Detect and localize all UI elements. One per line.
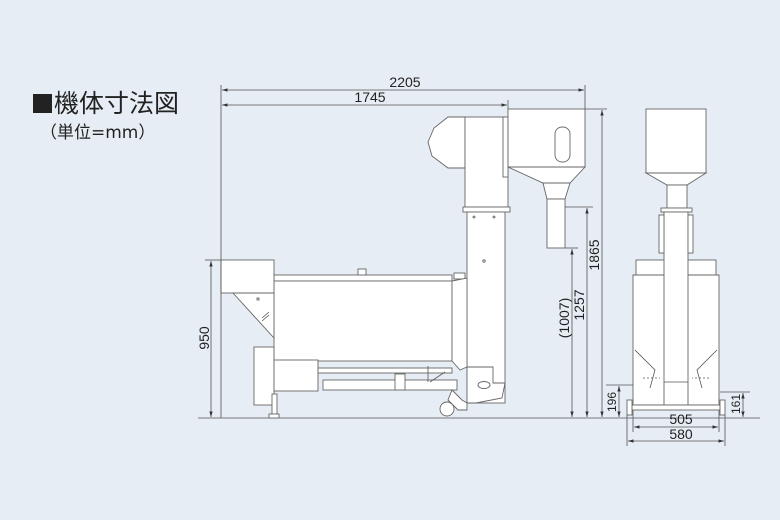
hopper — [507, 108, 586, 168]
hopper-window — [554, 126, 571, 163]
front-hopper — [645, 108, 707, 174]
dim-label-505: 505 — [669, 411, 693, 427]
dim-label-161: 161 — [729, 394, 743, 414]
front-view: 196 161 505 580 — [605, 108, 750, 446]
square-bullet-icon — [33, 94, 52, 113]
front-base — [631, 404, 721, 411]
tank — [273, 280, 453, 362]
adjuster-foot — [271, 393, 278, 415]
dim-label-2205: 2205 — [389, 74, 420, 90]
wheel — [439, 401, 455, 417]
feeder-box — [220, 259, 275, 294]
elevator-column-upper — [464, 116, 509, 208]
hopper-outlet — [546, 198, 566, 249]
dim-label-1745: 1745 — [354, 89, 385, 105]
front-column — [663, 211, 689, 406]
dim-label-580: 580 — [669, 426, 693, 442]
page-title: 機体寸法図 — [33, 84, 179, 120]
elevator-flange — [462, 206, 511, 213]
unit-label: （単位=mm） — [40, 123, 156, 143]
dim-label-1257: 1257 — [571, 289, 587, 320]
motor-box — [253, 346, 275, 406]
dim-label-1007: (1007) — [556, 298, 572, 338]
feeder-chute — [231, 292, 275, 340]
tank-rim — [273, 274, 453, 282]
title-text: 機体寸法図 — [54, 89, 180, 118]
elevator-head — [427, 116, 466, 169]
dim-label-1865: 1865 — [586, 239, 602, 270]
side-view: 2205 1745 950 (1007) 1257 1865 — [196, 74, 607, 419]
dim-label-196: 196 — [605, 392, 619, 412]
drive-box — [273, 359, 319, 392]
shaft — [322, 379, 458, 391]
dim-label-950: 950 — [196, 326, 212, 350]
